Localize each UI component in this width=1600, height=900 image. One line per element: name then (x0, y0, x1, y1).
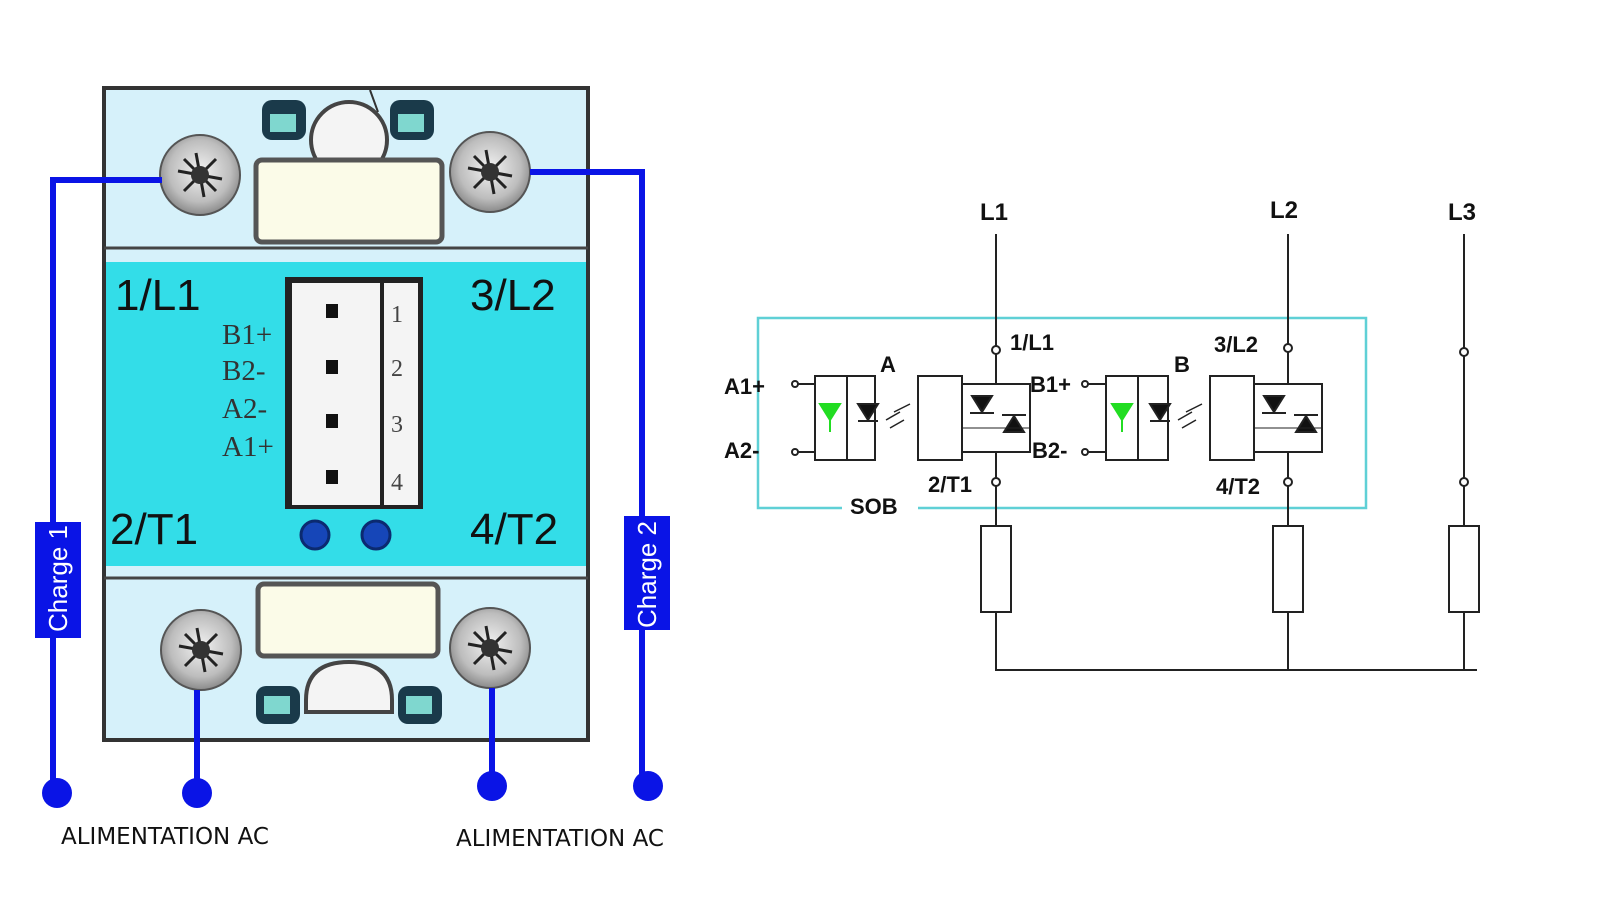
terminal-label-bottom-right: 4/T2 (470, 505, 558, 554)
channel-a-label: A (880, 352, 896, 377)
optical-coupling-a-icon (885, 403, 911, 429)
input-b1-plus: B1+ (1030, 372, 1071, 397)
thyristor-a1-icon (970, 395, 994, 414)
input-led-a-icon (818, 403, 842, 422)
load-resistor-2 (1272, 525, 1304, 613)
pin-hole (326, 304, 338, 318)
relay-drawing: 1/L1 3/L2 2/T1 4/T2 1 2 3 4 B1+ B2- A2- … (102, 86, 590, 742)
charge-1-label: Charge 1 (43, 525, 73, 632)
sob-module-frame (756, 316, 1368, 510)
pin-number-2: 2 (391, 356, 403, 382)
thyristor-b1-icon (1262, 395, 1286, 414)
line-label-l2: L2 (1270, 197, 1298, 224)
bottom-label-window (255, 581, 441, 659)
input-led-b-icon (1110, 403, 1134, 422)
channel-b-label: B (1174, 352, 1190, 377)
line-label-l1: L1 (980, 199, 1008, 226)
load-resistor-1 (980, 525, 1012, 613)
terminal-2-t1: 2/T1 (928, 472, 972, 497)
terminal-1-l1: 1/L1 (1010, 330, 1054, 355)
pin-label-a2-minus: A2- (222, 393, 267, 425)
screw-1-l1 (158, 133, 242, 217)
load-resistor-3 (1448, 525, 1480, 613)
pin-number-4: 4 (391, 470, 403, 496)
schematic: L1 L2 L3 SOB 1/L1 2/T1 3/L2 4/T2 A A1+ A… (724, 197, 1480, 671)
thyristor-b2-icon (1294, 414, 1318, 433)
wire-end-charge-2 (633, 771, 663, 801)
emitter-diode-a-icon (856, 403, 880, 422)
control-connector: 1 2 3 4 (285, 277, 423, 509)
charge-2-label: Charge 2 (632, 521, 662, 628)
input-a1-plus: A1+ (724, 374, 765, 399)
terminal-4-t2: 4/T2 (1216, 474, 1260, 499)
terminal-3-l2: 3/L2 (1214, 332, 1258, 357)
channel-b-circuit (1081, 352, 1323, 487)
supply-label-right: ALIMENTATION AC (456, 826, 664, 852)
sob-label: SOB (850, 494, 898, 519)
terminal-label-top-left: 1/L1 (115, 271, 201, 320)
indicator-led-a (299, 519, 331, 551)
pin-hole (326, 360, 338, 374)
pin-label-b1-plus: B1+ (222, 319, 272, 351)
screw-4-t2 (448, 606, 532, 690)
pin-number-3: 3 (391, 412, 403, 438)
pin-hole (326, 470, 338, 484)
wire-end-supply-right (477, 771, 507, 801)
charge-2-tag (624, 516, 670, 630)
screw-3-l2 (448, 130, 532, 214)
line-label-l3: L3 (1448, 199, 1476, 226)
pin-number-1: 1 (391, 302, 403, 328)
bottom-mount-hole (304, 659, 394, 714)
pin-label-b2-minus: B2- (222, 355, 266, 387)
emitter-diode-b-icon (1148, 403, 1172, 422)
pin-hole (326, 414, 338, 428)
optical-coupling-b-icon (1177, 403, 1203, 429)
input-a2-minus: A2- (724, 438, 759, 463)
screw-2-t1 (159, 608, 243, 692)
thyristor-a2-icon (1002, 414, 1026, 433)
indicator-led-b (360, 519, 392, 551)
terminal-label-bottom-left: 2/T1 (110, 505, 198, 554)
pin-label-a1-plus: A1+ (222, 431, 274, 463)
channel-a-circuit (791, 354, 1031, 487)
supply-label-left: ALIMENTATION AC (61, 824, 269, 850)
charge-1-tag (35, 522, 81, 638)
input-b2-minus: B2- (1032, 438, 1067, 463)
wiring: Charge 1 Charge 2 ALIMENTATION AC ALIMEN… (35, 169, 670, 852)
terminal-label-top-right: 3/L2 (470, 271, 556, 320)
wire-end-charge-1 (42, 778, 72, 808)
wire-end-supply-left (182, 778, 212, 808)
top-label-window (253, 157, 445, 245)
